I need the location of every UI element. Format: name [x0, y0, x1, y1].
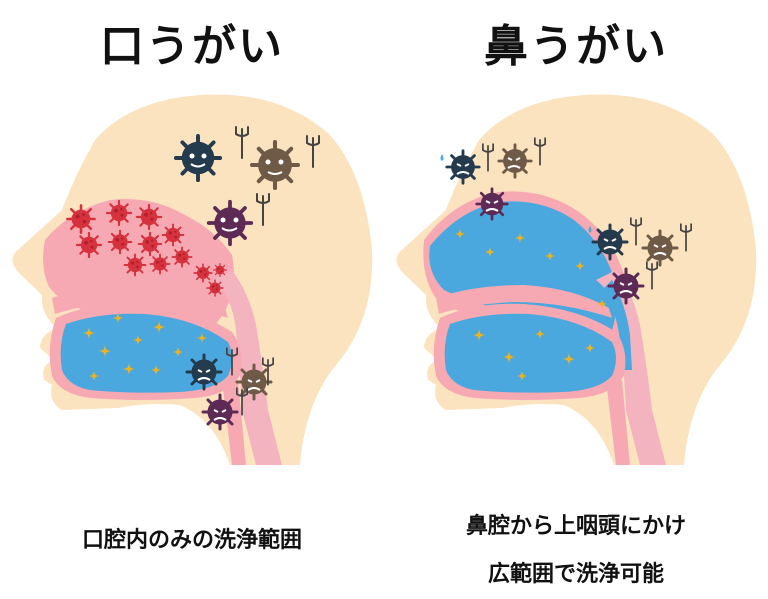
panel-nose-gargle: 鼻うがい [384, 0, 768, 599]
germ-character-throat-purple [201, 393, 239, 431]
germ-character-navy [173, 133, 223, 183]
oral-rinse-water [444, 313, 616, 393]
caption-nose-gargle-line2: 広範囲で洗浄可能 [487, 562, 664, 587]
germ-character-purple [206, 199, 254, 247]
germ-character-throat-purple [607, 267, 645, 305]
germ-character-brown [252, 142, 298, 188]
germ-character-navy [440, 149, 481, 185]
nose-gargle-illustration [396, 94, 757, 465]
esophagus [606, 380, 630, 465]
palate [52, 285, 228, 318]
germ-character-throat-navy [588, 223, 629, 261]
pharynx [212, 270, 282, 465]
sweat-drop-icon [440, 154, 444, 161]
palate [436, 285, 612, 318]
pharynx-water [602, 280, 632, 370]
sweat-drop-icon [588, 226, 592, 233]
caption-mouth-gargle: 口腔内のみの洗浄範囲 [81, 528, 302, 553]
title-nose-gargle: 鼻うがい [484, 21, 668, 72]
caption-nose-gargle-line1: 鼻腔から上咽頭にかけ [465, 514, 686, 539]
germ-character-throat-brown [641, 229, 679, 267]
germ-character-throat-brown [235, 363, 273, 401]
esophagus [222, 380, 246, 465]
panel-mouth-gargle: 口うがい [12, 21, 373, 553]
title-mouth-gargle: 口うがい [100, 21, 284, 72]
mouth-gargle-illustration [12, 94, 373, 465]
germ-character-purple [475, 187, 509, 221]
germ-character-throat-navy [185, 353, 223, 391]
germ-character-brown [497, 143, 533, 179]
